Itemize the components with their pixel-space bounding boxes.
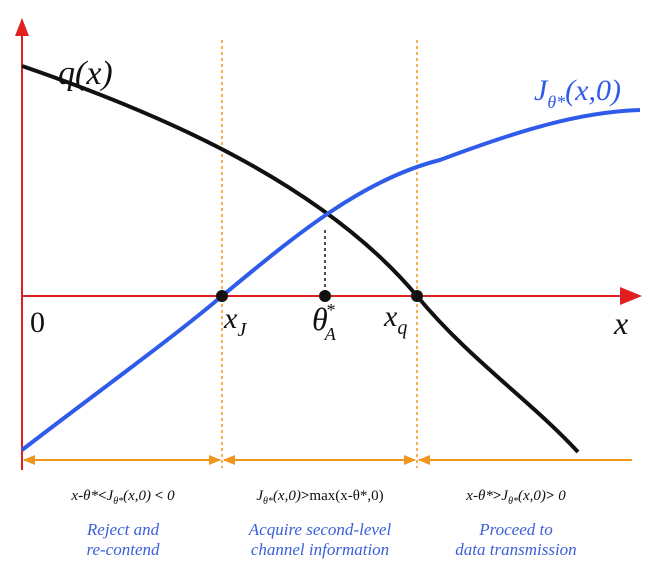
thetaA-point — [319, 290, 331, 302]
caption-acquire-line2: channel information — [250, 540, 390, 559]
y-axis-arrowhead — [15, 18, 29, 36]
thetaA-label: θ*A — [312, 300, 337, 344]
xq-point — [411, 290, 423, 302]
j-curve-label: Jθ*(x,0) — [534, 74, 621, 112]
caption-acquire: Acquire second-level channel information — [222, 520, 418, 560]
origin-label: 0 — [30, 306, 45, 339]
q-curve-label: q(x) — [58, 55, 113, 92]
caption-reject: Reject and re-contend — [24, 520, 222, 560]
x-axis-arrowhead — [620, 287, 642, 305]
condition-acquire: Jθ*(x,0)>max(x-θ*,0) — [256, 488, 384, 507]
j-curve — [20, 108, 641, 452]
caption-proceed-line2: data transmission — [455, 540, 577, 559]
caption-reject-line2: re-contend — [86, 540, 160, 559]
caption-proceed-line1: Proceed to — [479, 520, 553, 539]
xq-label: xq — [383, 300, 407, 339]
xJ-label: xJ — [223, 302, 247, 341]
condition-reject: x-θ*<Jθ*(x,0) < 0 — [71, 488, 175, 507]
caption-acquire-line1: Acquire second-level — [248, 520, 392, 539]
x-axis-label: x — [613, 305, 628, 341]
q-curve — [21, 64, 580, 454]
caption-reject-line1: Reject and — [86, 520, 160, 539]
caption-proceed: Proceed to data transmission — [418, 520, 614, 560]
condition-proceed: x-θ*>Jθ*(x,0)> 0 — [466, 488, 566, 507]
xJ-point — [216, 290, 228, 302]
